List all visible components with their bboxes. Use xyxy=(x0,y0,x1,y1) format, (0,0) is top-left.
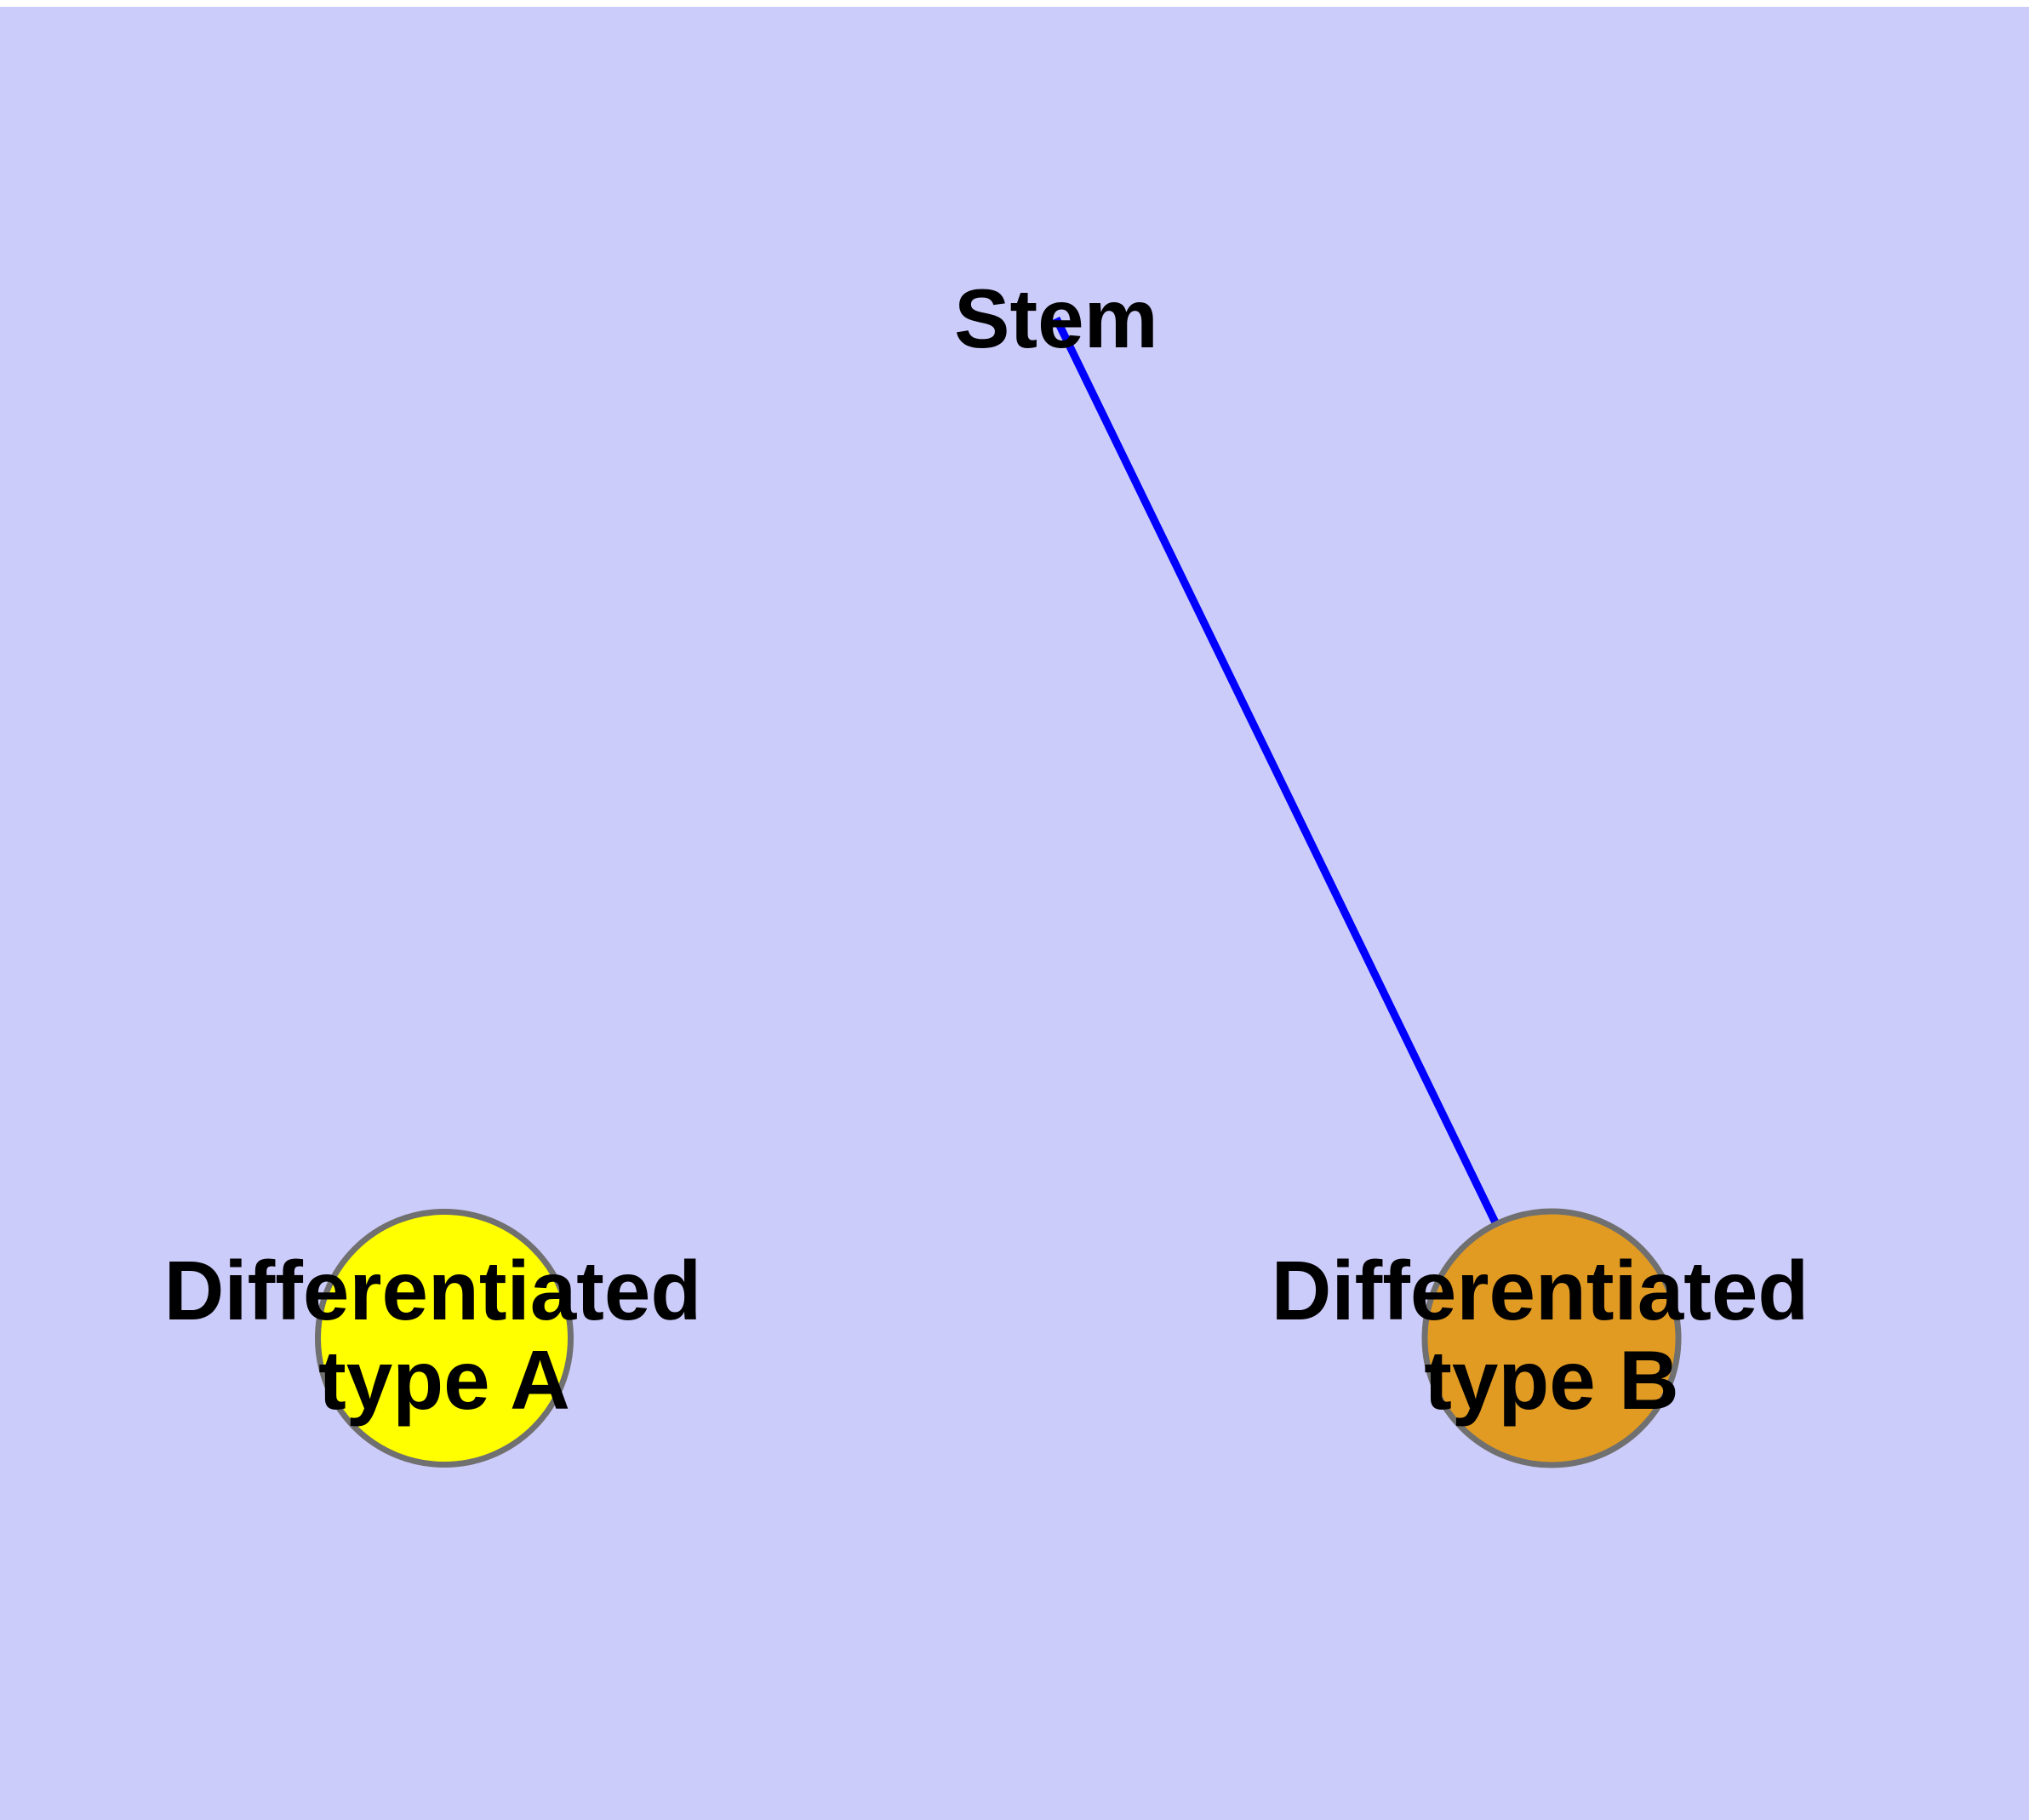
node-stem[interactable] xyxy=(315,1209,574,1468)
node-label-diff-b-line-2: type B xyxy=(1424,1333,1679,1427)
node-label-diff-a-line-2: type A xyxy=(318,1333,570,1427)
edge-layer xyxy=(1052,317,1556,1340)
node-label-differentiated-type-a: Differentiated type A xyxy=(164,1244,725,1427)
node-layer xyxy=(315,1208,1682,1468)
cell-differentiation-graph: Stem Differentiated type A Differentiate… xyxy=(164,272,1832,1468)
node-label-stem: Stem xyxy=(954,272,1158,365)
node-label-stem-line-1: Stem xyxy=(954,272,1158,365)
edge-stem-to-diff-b xyxy=(1052,317,1556,1340)
label-layer: Stem Differentiated type A Differentiate… xyxy=(164,272,1832,1427)
node-label-diff-b-line-1: Differentiated xyxy=(1272,1244,1809,1337)
diagram-plot-area: Stem Differentiated type A Differentiate… xyxy=(0,7,2029,1820)
node-differentiated-type-b[interactable] xyxy=(1421,1208,1682,1468)
node-label-differentiated-type-b: Differentiated type B xyxy=(1272,1244,1832,1427)
node-label-diff-a-line-1: Differentiated xyxy=(164,1244,702,1337)
